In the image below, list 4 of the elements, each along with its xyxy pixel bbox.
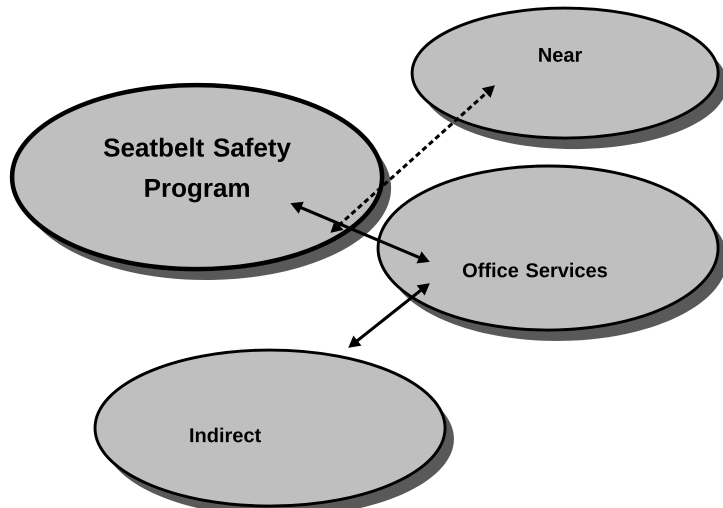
ellipse-node: Indirect [94, 348, 454, 508]
ellipse-node: Near [410, 6, 723, 150]
ellipse-node: Office Services [376, 164, 723, 341]
ellipse-node: Seatbelt Safety Program [10, 82, 392, 280]
